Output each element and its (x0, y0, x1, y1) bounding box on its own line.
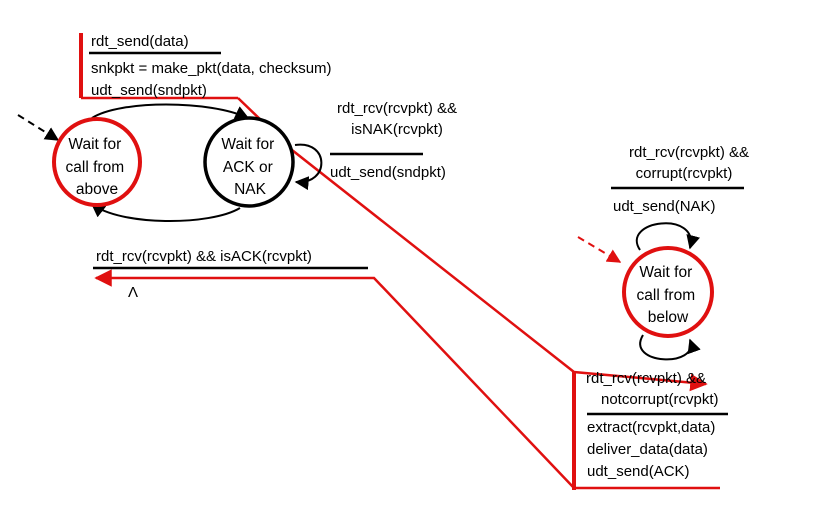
corrupt-event-line-2: corrupt(rcvpkt) (636, 165, 733, 182)
state-wait-call-above (52, 117, 142, 207)
notcorrupt-action-3: udt_send(ACK) (587, 463, 690, 480)
state-wait-ack-nak-label: Wait for ACK or NAK (221, 136, 278, 198)
corrupt-event-line-1: rdt_rcv(rcvpkt) && (629, 144, 749, 161)
notcorrupt-event-line-2: notcorrupt(rcvpkt) (601, 391, 719, 408)
receiver-initial-arrow (577, 236, 622, 263)
ack-event-label: rdt_rcv(rcvpkt) && isACK(rcvpkt) (96, 248, 312, 265)
corrupt-action: udt_send(NAK) (613, 198, 716, 215)
sender-initial-arrow (17, 114, 60, 141)
notcorrupt-action-1: extract(rcvpkt,data) (587, 419, 715, 436)
notcorrupt-event-line-1: rdt_rcv(rcvpkt) && (586, 370, 706, 387)
state-wait-call-above-label: Wait for call from above (66, 136, 129, 198)
state-wait-ack-nak (203, 116, 295, 208)
sender-transition-ack (90, 203, 241, 223)
nak-event-line-1: rdt_rcv(rcvpkt) && (337, 100, 457, 117)
state-wait-call-below-label: Wait for call from below (637, 264, 700, 326)
state-wait-call-below (622, 246, 714, 338)
nak-event-line-2: isNAK(rcvpkt) (351, 121, 443, 138)
receiver-self-loop-notcorrupt (639, 334, 701, 361)
receiver-self-loop-corrupt (636, 222, 700, 251)
sender-transition-send (91, 103, 250, 119)
sender-self-loop-nak (294, 143, 323, 191)
send-action-1: snkpkt = make_pkt(data, checksum) (91, 60, 332, 77)
ack-action-lambda: Λ (128, 284, 138, 301)
red-ack-path (94, 269, 720, 490)
nak-action: udt_send(sndpkt) (330, 164, 446, 181)
send-action-2: udt_send(sndpkt) (91, 82, 207, 99)
send-event-label: rdt_send(data) (91, 33, 189, 50)
notcorrupt-action-2: deliver_data(data) (587, 441, 708, 458)
